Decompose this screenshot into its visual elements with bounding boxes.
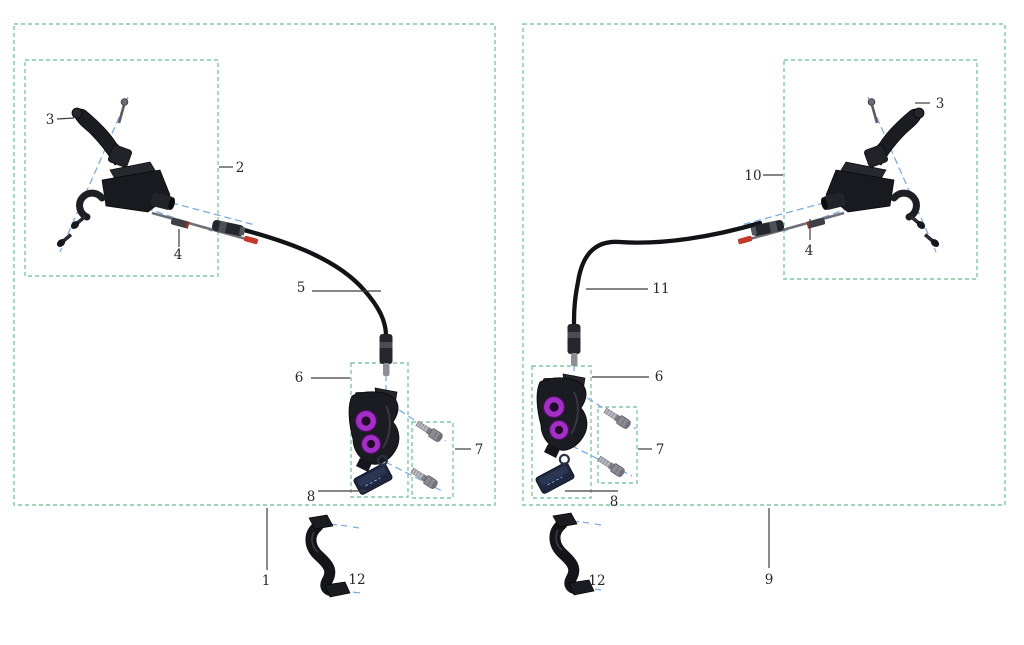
caliper-bolt-right-1: [602, 405, 633, 431]
callout-label-12-right: 12: [588, 573, 605, 589]
callout-label-4-left: 4: [174, 247, 183, 263]
group-box-right-assembly: [522, 23, 1006, 506]
connector-body: [567, 324, 581, 354]
group-box-right-bolts: [597, 406, 638, 484]
group-box-right-lever: [783, 59, 978, 280]
connector-tip: [383, 363, 390, 376]
hose-caliper-connector-left: [379, 334, 393, 376]
callout-label-5: 5: [297, 280, 306, 296]
brake-hose-left: [241, 227, 389, 339]
callout-labels: 3 2 4 5 6 7 8 1 12 3 10 4 11 6 7 8 9 12: [46, 96, 945, 589]
callout-label-6-right: 6: [655, 369, 664, 385]
callout-label-6-left: 6: [295, 370, 304, 386]
caliper-bolt-left-2: [409, 465, 440, 491]
callout-label-8-right: 8: [610, 494, 619, 510]
caliper-bolt-left-1: [414, 418, 445, 444]
callout-label-1: 1: [262, 573, 271, 589]
connector-band: [379, 342, 393, 348]
brake-caliper-left: [348, 387, 400, 473]
callout-label-12-left: 12: [348, 572, 365, 588]
group-box-right-caliper: [531, 365, 592, 499]
brake-caliper-right: [536, 373, 588, 459]
brake-pad-right: [530, 452, 580, 496]
connector-tip: [571, 353, 578, 366]
callout-label-3-left: 3: [46, 112, 55, 128]
callout-label-7-right: 7: [656, 442, 665, 458]
hose-caliper-connector-right: [567, 324, 581, 366]
group-box-left-lever: [24, 59, 219, 277]
callout-label-8-left: 8: [307, 489, 316, 505]
callout-label-4-right: 4: [805, 243, 814, 259]
callout-label-3-right: 3: [936, 96, 945, 112]
callout-leader-lines: [56, 102, 930, 570]
group-box-left-bolts: [411, 421, 454, 499]
callout-label-2: 2: [236, 160, 245, 176]
group-box-left-assembly: [13, 23, 496, 506]
connector-body: [379, 334, 393, 364]
brake-lever-assembly-left: [55, 97, 258, 252]
guide-line: [329, 523, 348, 527]
group-boxes: [13, 23, 1006, 506]
connector-band: [567, 332, 581, 338]
caliper-bolt-right-2: [596, 453, 627, 479]
callout-label-11: 11: [652, 281, 669, 297]
leader-line: [56, 117, 75, 120]
brake-hose-right: [571, 220, 763, 329]
callout-label-9: 9: [765, 572, 774, 588]
guide-line: [352, 526, 360, 529]
guide-line: [594, 523, 602, 526]
callout-label-10: 10: [744, 168, 761, 184]
caliper-adapter-left: [309, 515, 350, 597]
callout-label-7-left: 7: [475, 442, 484, 458]
